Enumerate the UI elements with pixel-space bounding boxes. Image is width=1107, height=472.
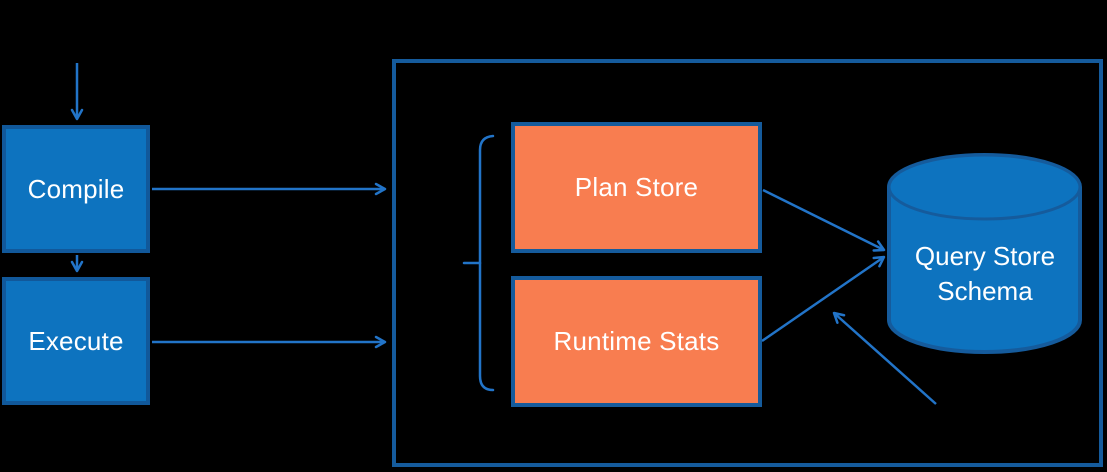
- runtime-stats-label: Runtime Stats: [553, 326, 720, 356]
- cylinder-top-rim: [887, 153, 1082, 221]
- plan-store-label: Plan Store: [574, 172, 699, 202]
- arrow-runtime-stats-to-schema: [761, 255, 886, 343]
- arrow-plan-store-to-schema: [762, 188, 886, 252]
- arrow-annotation-from-bottom-right: [832, 311, 937, 405]
- query-store-schema-line2: Schema: [937, 276, 1033, 306]
- runtime-stats-node: Runtime Stats: [511, 276, 762, 407]
- query-store-schema-line1: Query Store: [914, 241, 1056, 271]
- execute-label: Execute: [28, 325, 124, 356]
- plan-store-node: Plan Store: [511, 122, 762, 253]
- compile-label: Compile: [27, 173, 125, 204]
- query-store-region: [392, 59, 1103, 467]
- database-cylinder: [887, 153, 1082, 354]
- execute-node: Execute: [2, 277, 150, 405]
- compile-node: Compile: [2, 125, 150, 253]
- query-store-schema-label: Query Store Schema: [889, 218, 1081, 330]
